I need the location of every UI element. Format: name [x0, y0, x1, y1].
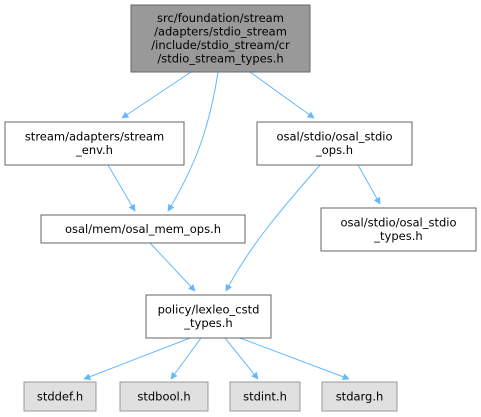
node-stdint[interactable]: stdint.h — [229, 381, 301, 412]
node-box — [130, 4, 311, 73]
node-label-line: stddef.h — [37, 389, 83, 403]
node-box — [4, 121, 185, 166]
node-box — [320, 207, 477, 252]
edge-stream-env-to-osal-mem-ops — [107, 164, 136, 212]
node-box — [256, 121, 413, 166]
node-stddef[interactable]: stddef.h — [23, 381, 97, 412]
node-stdbool[interactable]: stdbool.h — [119, 381, 209, 412]
node-label-line: /include/stdio_stream/cr — [151, 38, 290, 52]
node-label-line: stdbool.h — [137, 389, 190, 403]
node-osal-stdio-ops[interactable]: osal/stdio/osal_stdio_ops.h — [256, 121, 413, 166]
node-label-line: osal/stdio/osal_stdio — [276, 130, 392, 144]
node-stream-env[interactable]: stream/adapters/stream_env.h — [4, 121, 185, 166]
node-box — [145, 294, 272, 339]
edge-osal-stdio-ops-to-osal-stdio-types — [357, 164, 381, 205]
node-lexleo-cstd-types[interactable]: policy/lexleo_cstd_types.h — [145, 294, 272, 339]
node-label-line: _env.h — [75, 143, 113, 157]
node-box — [321, 381, 398, 412]
node-osal-mem-ops[interactable]: osal/mem/osal_mem_ops.h — [40, 214, 246, 244]
node-label-line: osal/stdio/osal_stdio — [340, 216, 456, 230]
node-label-line: _types.h — [183, 316, 232, 330]
node-label-line: src/foundation/stream — [157, 11, 284, 25]
edge-osal-stdio-ops-to-lexleo-cstd-types — [225, 164, 321, 292]
edge-lexleo-cstd-types-to-stddef — [83, 337, 191, 380]
node-label-line: _types.h — [373, 229, 422, 243]
node-label-line: _ops.h — [315, 143, 353, 157]
node-label-line: /adapters/stdio_stream — [154, 25, 287, 39]
node-label-line: policy/lexleo_cstd — [158, 303, 260, 317]
edge-root-to-stream-env — [121, 71, 192, 119]
edge-osal-mem-ops-to-lexleo-cstd-types — [149, 242, 196, 292]
node-label-line: osal/mem/osal_mem_ops.h — [65, 222, 221, 236]
node-box — [23, 381, 97, 412]
node-box — [229, 381, 301, 412]
edge-root-to-osal-stdio-ops — [249, 71, 315, 119]
node-label-line: /stdio_stream_types.h — [157, 52, 283, 66]
node-box — [40, 214, 246, 244]
node-label-line: stream/adapters/stream — [25, 130, 164, 144]
edge-lexleo-cstd-types-to-stdint — [224, 337, 259, 380]
edge-lexleo-cstd-types-to-stdbool — [170, 337, 202, 380]
node-label-line: stdarg.h — [336, 389, 384, 403]
node-label-line: stdint.h — [243, 389, 287, 403]
node-box — [119, 381, 209, 412]
node-root: src/foundation/stream/adapters/stdio_str… — [130, 4, 311, 73]
node-osal-stdio-types[interactable]: osal/stdio/osal_stdio_types.h — [320, 207, 477, 252]
edge-lexleo-cstd-types-to-stdarg — [239, 337, 350, 381]
edge-root-to-osal-mem-ops — [167, 71, 219, 212]
node-stdarg[interactable]: stdarg.h — [321, 381, 398, 412]
